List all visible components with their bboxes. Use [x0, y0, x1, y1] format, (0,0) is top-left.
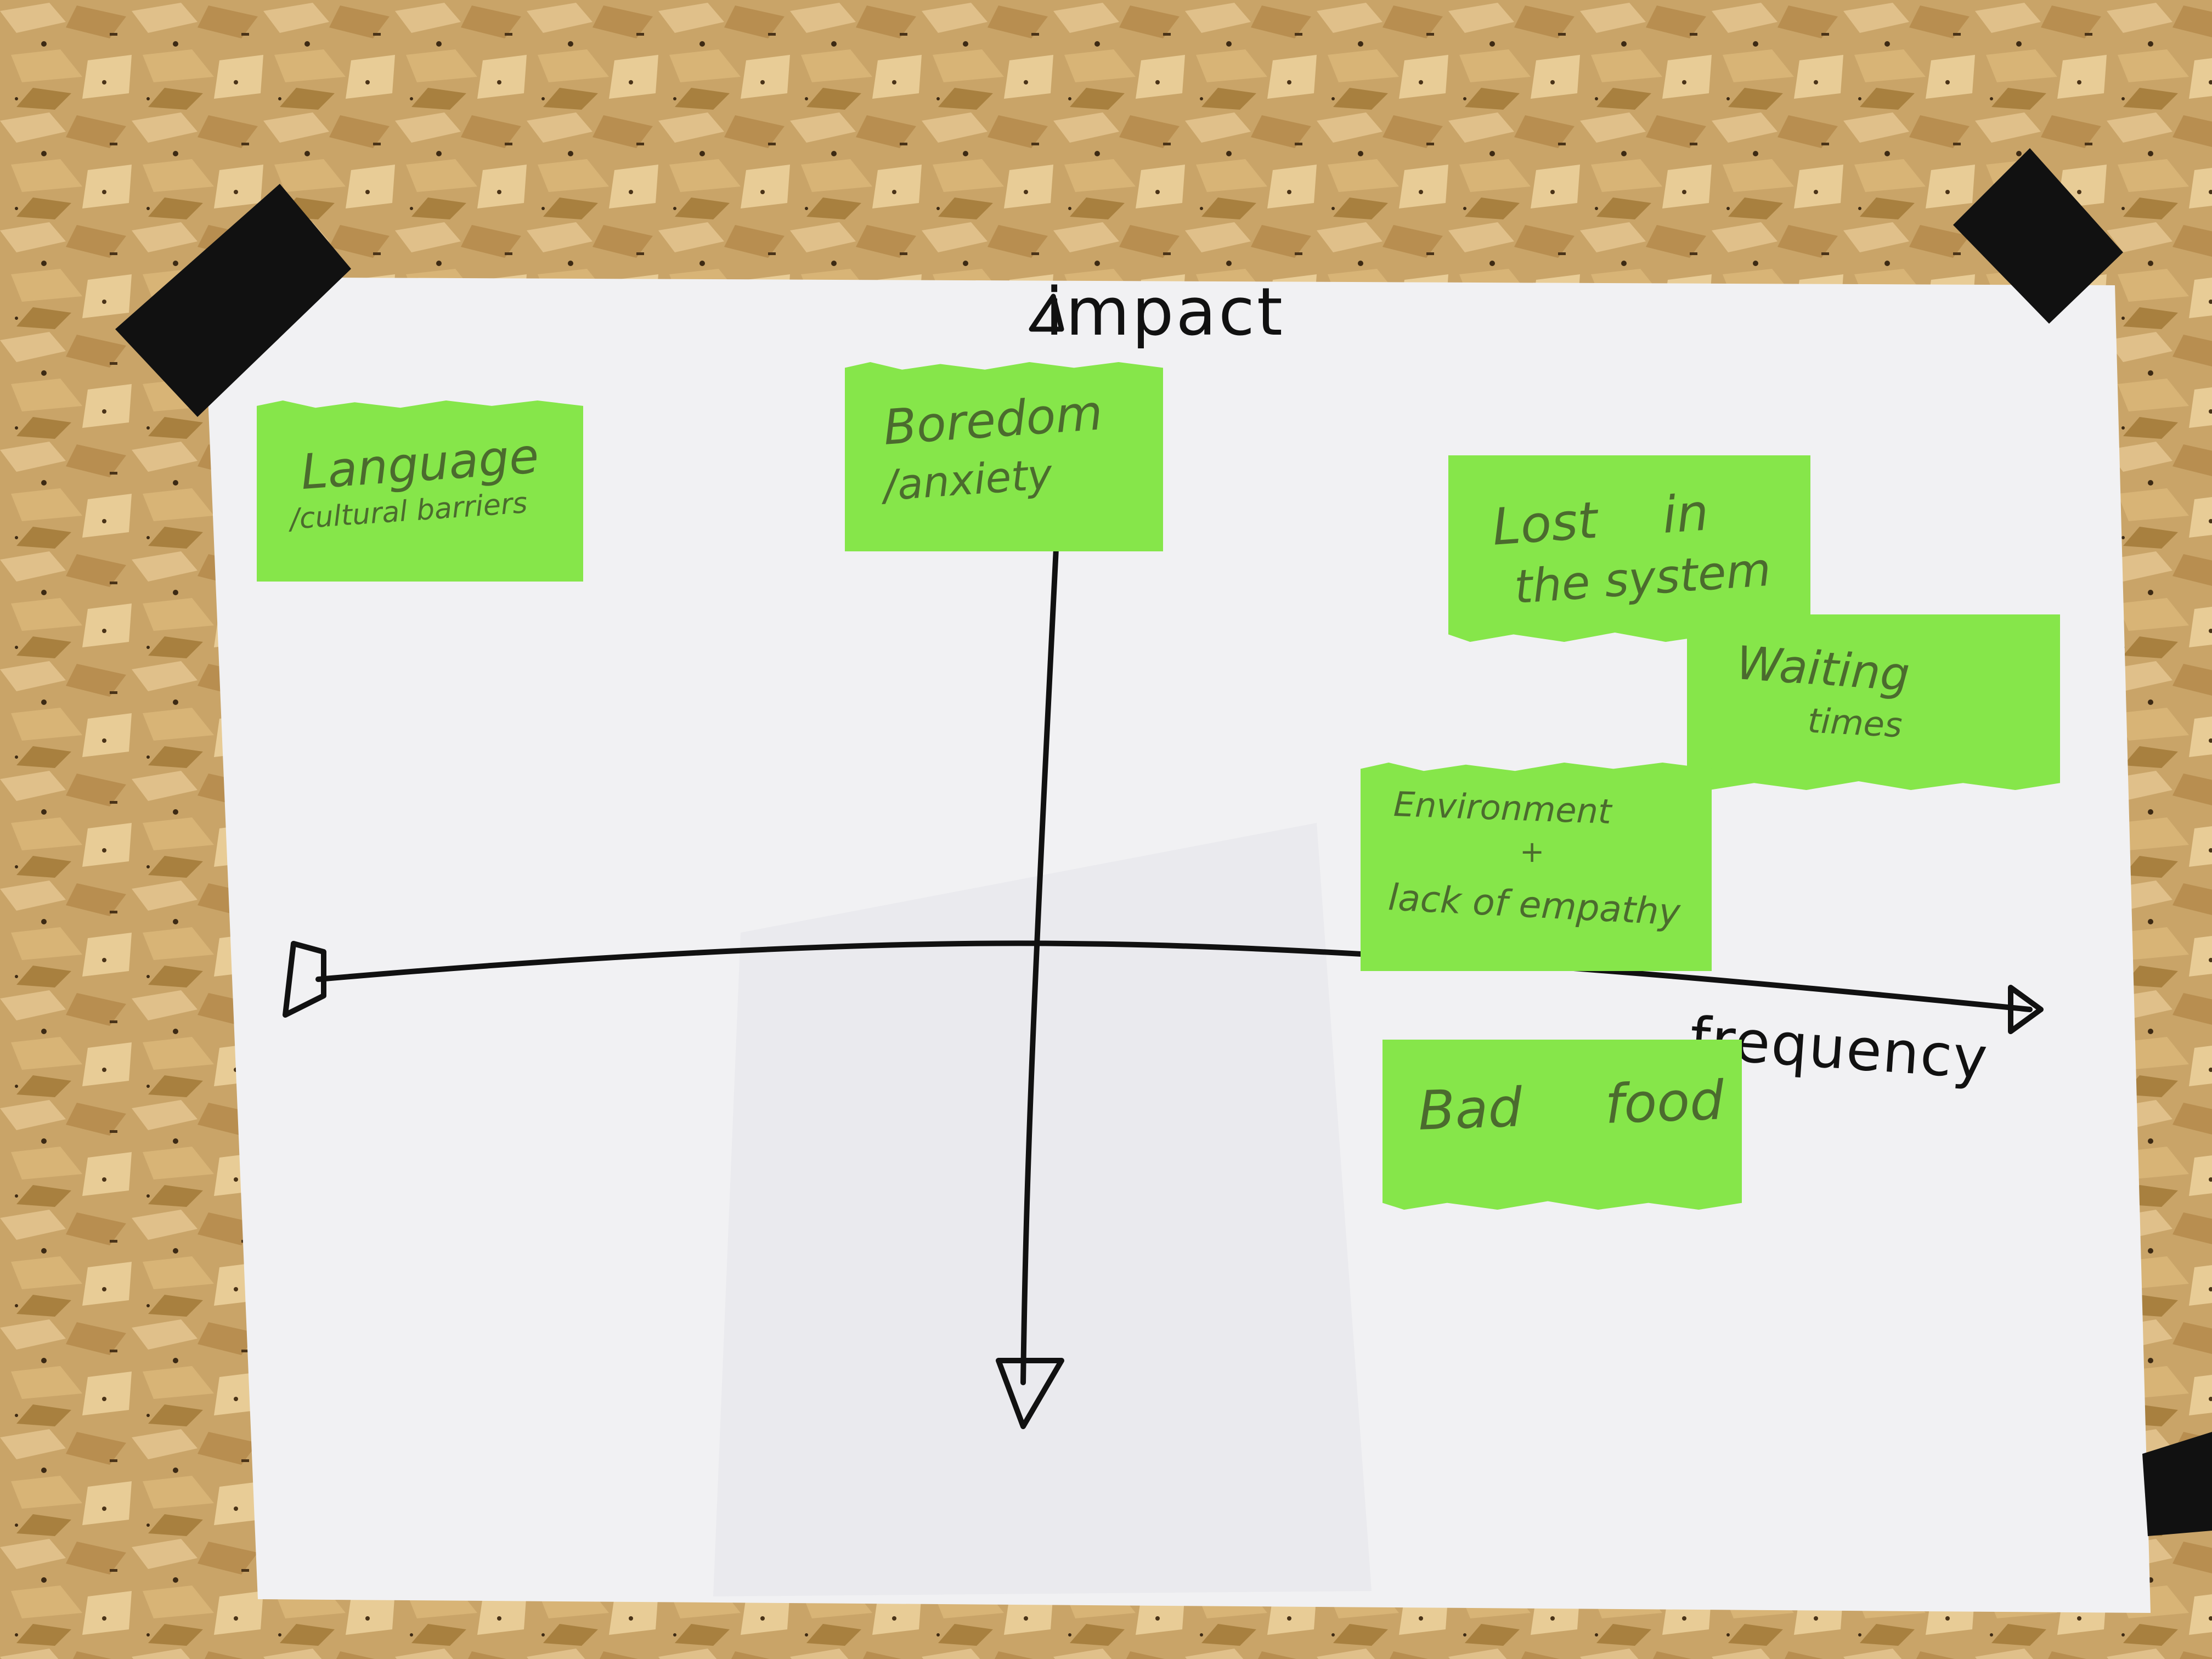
note-lost-line-2: the system [1513, 545, 1772, 612]
sticky-note-lost-in-system[interactable]: Lost in the system [1448, 455, 1810, 642]
note-environment-line-3: lack of empathy [1387, 878, 1681, 932]
tape-right-edge [2142, 1432, 2212, 1536]
vertical-axis-label: impact [1045, 274, 1285, 351]
sticky-note-language[interactable]: Language /cultural barriers [257, 400, 583, 582]
paper-shade [713, 823, 1372, 1596]
note-environment-line-1: Environment [1393, 786, 1612, 830]
note-boredom-line-2: /anxiety [882, 452, 1054, 507]
note-boredom-line-1: Boredom [882, 387, 1104, 453]
sticky-note-waiting-times[interactable]: Waiting times [1687, 614, 2060, 790]
note-lost-line-1: Lost in [1491, 486, 1710, 554]
sticky-note-boredom[interactable]: Boredom /anxiety [845, 362, 1163, 551]
note-waiting-line-2: times [1807, 703, 1903, 743]
sticky-note-environment[interactable]: Environment + lack of empathy [1361, 763, 1712, 971]
sticky-note-bad-food[interactable]: Bad food [1383, 1040, 1742, 1210]
note-bad-food-line-1: Bad food [1417, 1073, 1725, 1139]
note-waiting-line-1: Waiting [1735, 639, 1911, 699]
note-environment-line-2: + [1520, 837, 1544, 868]
